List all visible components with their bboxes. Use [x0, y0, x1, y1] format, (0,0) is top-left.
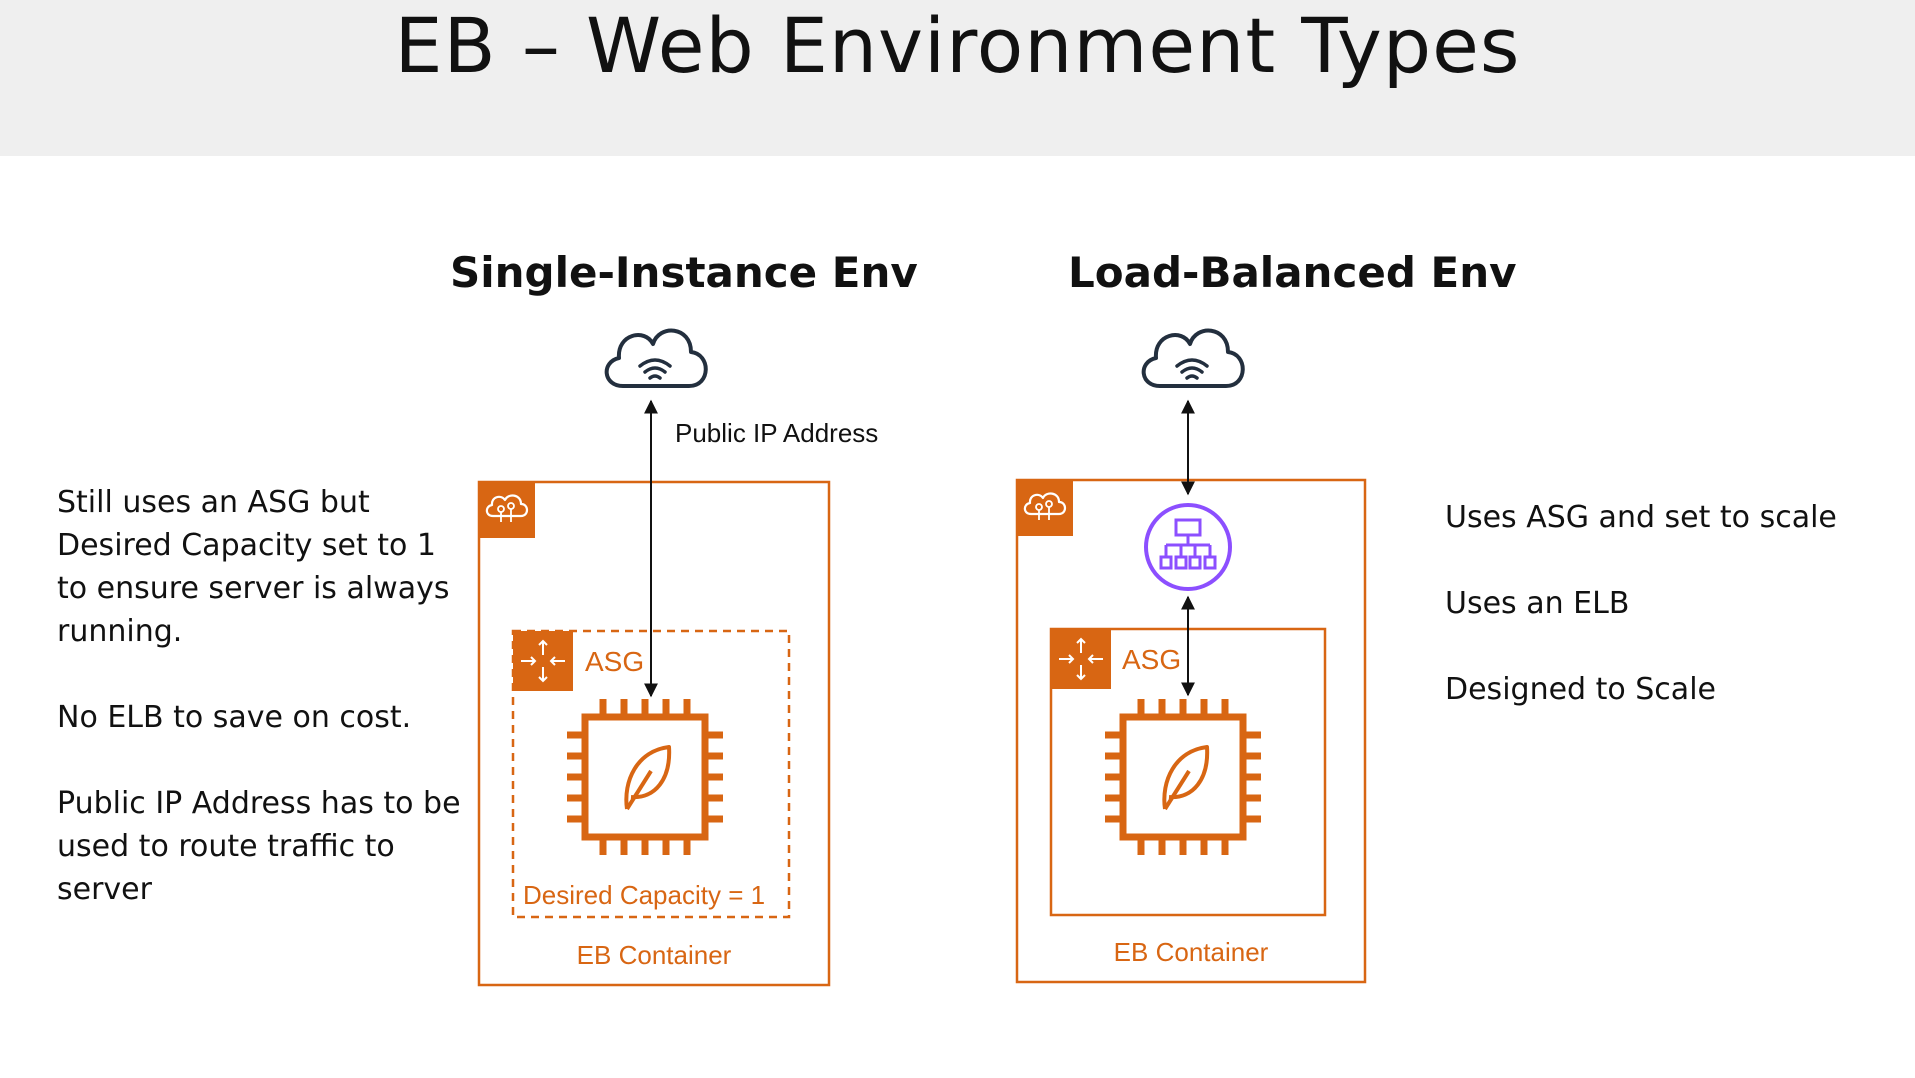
note-line: server [57, 872, 152, 907]
single-instance-notes: Still uses an ASG but Desired Capacity s… [57, 481, 477, 911]
ec2-instance-icon [1105, 699, 1261, 855]
ec2-instance-icon [567, 699, 723, 855]
title-banner [0, 0, 1915, 156]
single-asg-group [511, 629, 791, 919]
note-line: No ELB to save on cost. [57, 700, 412, 735]
note-line: used to route traffic to [57, 829, 395, 864]
auto-scaling-icon [1050, 628, 1112, 690]
note-line: Uses an ELB [1445, 586, 1630, 621]
balanced-eb-container-label: EB Container [1113, 937, 1269, 967]
note-line: Designed to Scale [1445, 672, 1716, 707]
elastic-beanstalk-icon [1015, 478, 1075, 538]
auto-scaling-icon [512, 630, 574, 692]
note-line: running. [57, 614, 183, 649]
single-asg-label: ASG [585, 646, 645, 677]
internet-cloud-icon [1141, 328, 1245, 388]
balanced-eb-container [1015, 478, 1367, 984]
note-line: Desired Capacity set to 1 [57, 528, 436, 563]
note-line: Uses ASG and set to scale [1445, 500, 1837, 535]
single-instance-heading: Single-Instance Env [450, 248, 918, 297]
load-balanced-heading: Load-Balanced Env [1068, 248, 1517, 297]
public-ip-label: Public IP Address [675, 418, 879, 448]
balanced-asg-label: ASG [1122, 644, 1182, 675]
page-title: EB – Web Environment Types [394, 1, 1521, 90]
note-line: Still uses an ASG but [57, 485, 370, 520]
load-balancer-icon [1144, 503, 1232, 591]
internet-cloud-icon [604, 328, 708, 388]
single-eb-container-label: EB Container [576, 940, 732, 970]
load-balanced-notes: Uses ASG and set to scale Uses an ELB De… [1445, 496, 1885, 711]
note-line: to ensure server is always [57, 571, 450, 606]
desired-capacity-label: Desired Capacity = 1 [523, 880, 766, 910]
elastic-beanstalk-icon [477, 480, 537, 540]
note-line: Public IP Address has to be [57, 786, 461, 821]
